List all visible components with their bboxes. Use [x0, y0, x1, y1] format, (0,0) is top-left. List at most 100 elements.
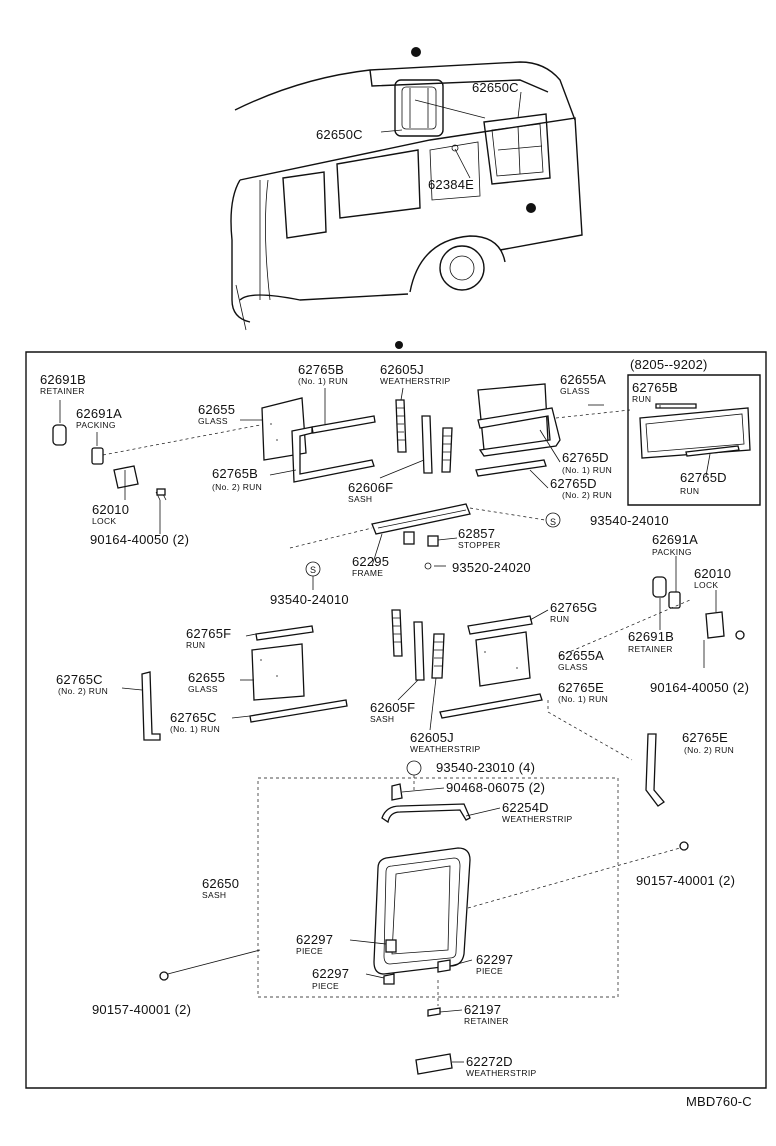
- run-variant: [639, 403, 751, 459]
- nm-62605f: SASH: [370, 714, 394, 724]
- pn-62655-a: 62655: [198, 402, 235, 417]
- nm-62606f: SASH: [348, 494, 372, 504]
- glass-62655a-lower: [439, 615, 543, 719]
- label-62650c-roof: 62650C: [472, 80, 519, 95]
- nm-62254d: WEATHERSTRIP: [502, 814, 573, 824]
- pn-90164-a: 90164-40050 (2): [90, 532, 189, 547]
- pn-62295: 62295: [352, 554, 389, 569]
- run-62765b-upper: [291, 415, 376, 483]
- pn-62655-b: 62655: [188, 670, 225, 685]
- pn-62765g: 62765G: [550, 600, 597, 615]
- nm-62272d: WEATHERSTRIP: [466, 1068, 537, 1078]
- pn-62691a-b: 62691A: [652, 532, 698, 547]
- retainer-lock-lower: [559, 576, 745, 657]
- nm-62765g: RUN: [550, 614, 569, 624]
- nm-62650: SASH: [202, 890, 226, 900]
- pn-62691b-b: 62691B: [628, 629, 674, 644]
- pn-62010-b: 62010: [694, 566, 731, 581]
- nm-62010-a: LOCK: [92, 516, 116, 526]
- marker-dot-3: [395, 341, 403, 349]
- diagram-code: MBD760-C: [686, 1094, 752, 1109]
- nm-62765d-no2: (No. 2) RUN: [562, 490, 612, 500]
- pn-62272d: 62272D: [466, 1054, 513, 1069]
- frame-62295: [289, 503, 561, 590]
- pn-62765d-no1: 62765D: [562, 450, 609, 465]
- pn-62765f: 62765F: [186, 626, 231, 641]
- nm-62765b-no1: (No. 1) RUN: [298, 376, 348, 386]
- pn-62010-a: 62010: [92, 502, 129, 517]
- pn-62606f: 62606F: [348, 480, 393, 495]
- nm-62691a-a: PACKING: [76, 420, 116, 430]
- s-marker-1: S: [550, 517, 556, 527]
- marker-dot-2: [526, 203, 536, 213]
- nm-62765d-var: RUN: [680, 486, 699, 496]
- run-62765f: [255, 625, 314, 641]
- pn-62765d-no2: 62765D: [550, 476, 597, 491]
- pn-90468-06075: 90468-06075 (2): [446, 780, 545, 795]
- s-marker-2: S: [310, 565, 316, 575]
- pn-62765e-no1: 62765E: [558, 680, 604, 695]
- nm-62765b-var: RUN: [632, 394, 651, 404]
- nm-62297-b: PIECE: [476, 966, 503, 976]
- nm-62691b-b: RETAINER: [628, 644, 673, 654]
- pn-62254d: 62254D: [502, 800, 549, 815]
- nm-62691b-a: RETAINER: [40, 386, 85, 396]
- pn-62765b-no1: 62765B: [298, 362, 344, 377]
- pn-93540-23010: 93540-23010 (4): [436, 760, 535, 775]
- pn-62765d-var: 62765D: [680, 470, 727, 485]
- nm-62655a-b: GLASS: [558, 662, 588, 672]
- pn-62691b-a: 62691B: [40, 372, 86, 387]
- variant-box: [627, 374, 761, 506]
- callout-labels: 62691B RETAINER 62691A PACKING 62010 LOC…: [40, 357, 752, 1109]
- pn-62297-a: 62297: [296, 932, 333, 947]
- nm-62765b-no2: (No. 2) RUN: [212, 482, 262, 492]
- van-illustration: [230, 47, 583, 349]
- glass-62655-lower: [251, 643, 305, 701]
- weatherstrip-62605j-upper: [395, 399, 453, 474]
- sash-weatherstrip-lower: [391, 609, 445, 681]
- label-62650c-side: 62650C: [316, 127, 363, 142]
- label-62384e: 62384E: [428, 177, 474, 192]
- nm-62197: RETAINER: [464, 1016, 509, 1026]
- pn-62605j-a: 62605J: [380, 362, 424, 377]
- pn-62765e-no2: 62765E: [682, 730, 728, 745]
- run-62765e: [547, 640, 705, 807]
- nm-62010-b: LOCK: [694, 580, 718, 590]
- pn-62691a-a: 62691A: [76, 406, 122, 421]
- nm-62765e-no2: (No. 2) RUN: [684, 745, 734, 755]
- nm-62605j-b: WEATHERSTRIP: [410, 744, 481, 754]
- pn-62765c-no2: 62765C: [56, 672, 103, 687]
- pn-62765b-var: 62765B: [632, 380, 678, 395]
- nm-62655-a: GLASS: [198, 416, 228, 426]
- pn-93520-24020: 93520-24020: [452, 560, 531, 575]
- nm-62765e-no1: (No. 1) RUN: [558, 694, 608, 704]
- nm-62765c-no1: (No. 1) RUN: [170, 724, 220, 734]
- retainer-lock-upper: [52, 400, 261, 501]
- glass-62655a-upper: [475, 383, 631, 477]
- pn-62765b-no2: 62765B: [212, 466, 258, 481]
- pn-62857: 62857: [458, 526, 495, 541]
- nm-62691a-b: PACKING: [652, 547, 692, 557]
- pn-90157-a: 90157-40001 (2): [636, 873, 735, 888]
- sash-62650: [159, 760, 689, 1075]
- sash-assembly-box: [257, 777, 619, 998]
- nm-62297-c: PIECE: [312, 981, 339, 991]
- nm-62655-b: GLASS: [188, 684, 218, 694]
- nm-62605j-a: WEATHERSTRIP: [380, 376, 451, 386]
- nm-62857: STOPPER: [458, 540, 501, 550]
- pn-62650: 62650: [202, 876, 239, 891]
- nm-62765d-no1: (No. 1) RUN: [562, 465, 612, 475]
- nm-62297-a: PIECE: [296, 946, 323, 956]
- nm-62655a-a: GLASS: [560, 386, 590, 396]
- pn-62605f: 62605F: [370, 700, 415, 715]
- pn-62297-b: 62297: [476, 952, 513, 967]
- run-62765c: [141, 671, 348, 741]
- pn-62765c-no1: 62765C: [170, 710, 217, 725]
- pn-93540-24010-a: 93540-24010: [590, 513, 669, 528]
- nm-62295: FRAME: [352, 568, 383, 578]
- leader-lines: [121, 387, 717, 1063]
- marker-dot-1: [411, 47, 421, 57]
- pn-62655a-b: 62655A: [558, 648, 604, 663]
